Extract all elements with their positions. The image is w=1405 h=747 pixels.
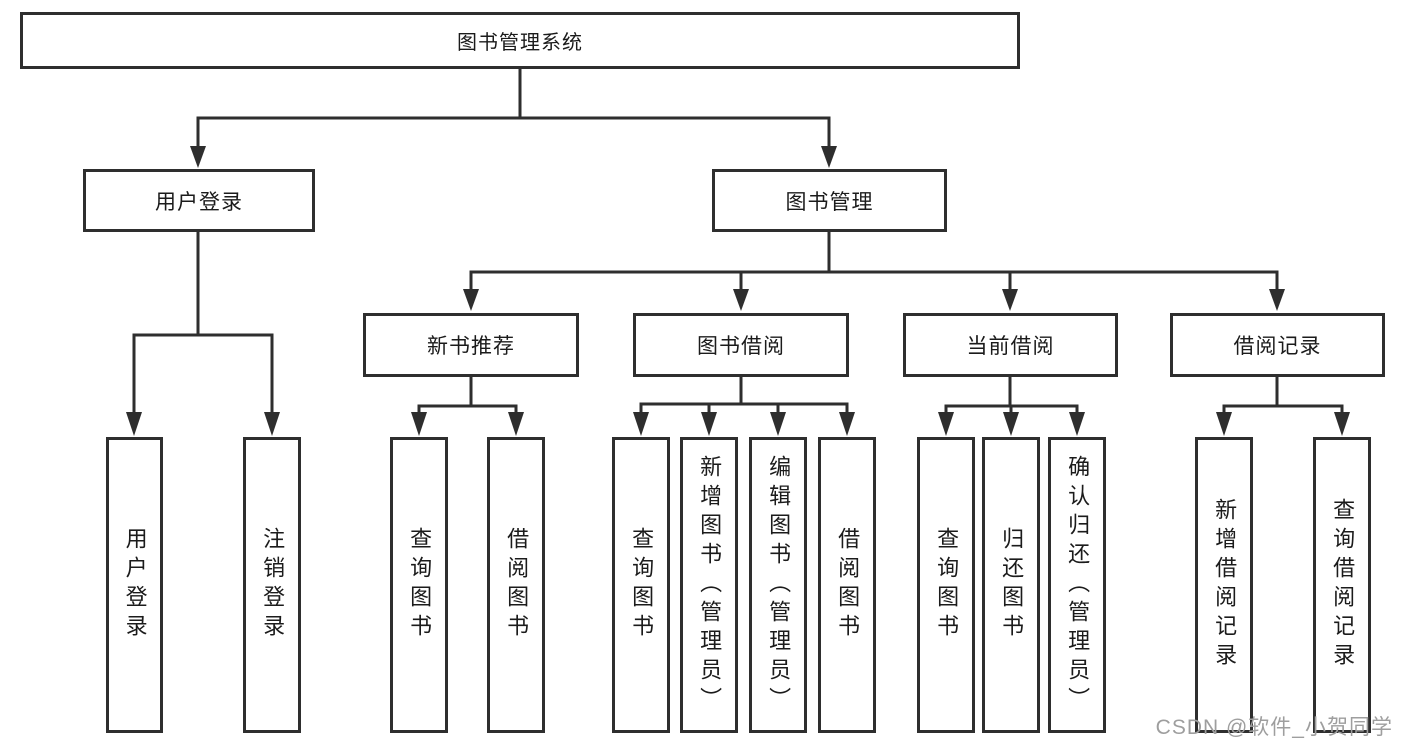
- leaf-query-borrow-record: 查询借阅记录: [1313, 437, 1371, 733]
- leaf-borrow-book-borrow-label: 借阅图书: [835, 527, 861, 643]
- leaf-return-book-label: 归还图书: [999, 527, 1025, 643]
- node-user-login: 用户登录: [83, 169, 315, 232]
- leaf-borrow-book-recommend-label: 借阅图书: [504, 527, 530, 643]
- leaf-query-borrow-record-label: 查询借阅记录: [1330, 498, 1356, 672]
- node-new-book-recommend: 新书推荐: [363, 313, 579, 377]
- leaf-query-book-current: 查询图书: [917, 437, 975, 733]
- node-book-management: 图书管理: [712, 169, 947, 232]
- leaf-return-book: 归还图书: [982, 437, 1040, 733]
- leaf-user-login-label: 用户登录: [122, 527, 148, 643]
- leaf-query-book-recommend: 查询图书: [390, 437, 448, 733]
- leaf-edit-book-admin-label: 编辑图书（管理员）: [766, 454, 792, 716]
- watermark-text: CSDN @软件_小贺同学: [1155, 716, 1393, 739]
- leaf-edit-book-admin: 编辑图书（管理员）: [749, 437, 807, 733]
- leaf-borrow-book-borrow: 借阅图书: [818, 437, 876, 733]
- node-root: 图书管理系统: [20, 12, 1020, 69]
- leaf-add-book-admin: 新增图书（管理员）: [680, 437, 738, 733]
- leaf-query-book-borrow-label: 查询图书: [629, 527, 655, 643]
- leaf-add-borrow-record-label: 新增借阅记录: [1212, 498, 1238, 672]
- leaf-confirm-return-admin-label: 确认归还（管理员）: [1065, 454, 1091, 716]
- node-borrow-record: 借阅记录: [1170, 313, 1385, 377]
- leaf-user-login: 用户登录: [106, 437, 163, 733]
- leaf-logout-label: 注销登录: [260, 527, 286, 643]
- leaf-query-book-recommend-label: 查询图书: [407, 527, 433, 643]
- node-book-borrow: 图书借阅: [633, 313, 849, 377]
- leaf-logout: 注销登录: [243, 437, 301, 733]
- leaf-query-book-borrow: 查询图书: [612, 437, 670, 733]
- leaf-borrow-book-recommend: 借阅图书: [487, 437, 545, 733]
- leaf-add-book-admin-label: 新增图书（管理员）: [697, 454, 723, 716]
- leaf-add-borrow-record: 新增借阅记录: [1195, 437, 1253, 733]
- arrowhead-icons: [126, 146, 1350, 436]
- leaf-confirm-return-admin: 确认归还（管理员）: [1048, 437, 1106, 733]
- node-current-borrow: 当前借阅: [903, 313, 1118, 377]
- leaf-query-book-current-label: 查询图书: [934, 527, 960, 643]
